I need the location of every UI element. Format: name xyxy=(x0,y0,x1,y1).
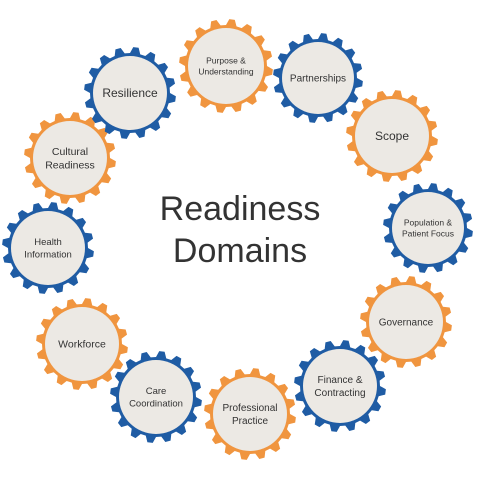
gear-cultural-label: Cultural xyxy=(52,146,88,158)
gear-purpose: Purpose & Understanding xyxy=(179,19,273,113)
gear-finance: Finance & Contracting xyxy=(294,340,386,432)
gear-population-label: Population & xyxy=(404,217,453,227)
gear-governance-label: Governance xyxy=(379,318,434,329)
gear-governance: Governance xyxy=(360,276,452,368)
gear-cultural-label: Readiness xyxy=(45,160,95,172)
gear-finance-label: Finance & xyxy=(317,375,362,386)
gear-cultural-face xyxy=(33,121,107,195)
title-line-1: Readiness xyxy=(159,190,321,228)
gear-health-face xyxy=(11,211,85,285)
gear-workforce-face xyxy=(45,307,119,381)
gear-professional-label: Professional xyxy=(222,403,277,414)
gear-purpose-label: Understanding xyxy=(198,67,254,77)
gear-health-label: Health xyxy=(34,237,61,248)
gear-scope-label: Scope xyxy=(375,129,409,143)
diagram-title: Readiness Domains xyxy=(140,188,340,272)
gear-partnerships: Partnerships xyxy=(273,33,363,123)
gear-population-label: Patient Focus xyxy=(402,229,454,239)
gear-workforce: Workforce xyxy=(36,298,128,390)
gear-care-label: Coordination xyxy=(129,399,183,410)
gear-scope-face xyxy=(355,99,429,173)
gear-care-label: Care xyxy=(146,386,167,397)
gear-purpose-face xyxy=(188,28,264,104)
gear-resilience: Resilience xyxy=(84,47,176,139)
title-line-2: Domains xyxy=(172,232,308,270)
gear-scope: Scope xyxy=(346,90,438,182)
gear-population-face xyxy=(392,192,464,264)
gear-resilience-face xyxy=(93,56,167,130)
gear-workforce-label: Workforce xyxy=(58,339,106,351)
gear-population: Population & Patient Focus xyxy=(383,183,473,273)
gear-finance-face xyxy=(303,349,377,423)
gear-resilience-label: Resilience xyxy=(102,86,158,100)
gear-health-label: Information xyxy=(24,250,72,261)
gear-partnerships-label: Partnerships xyxy=(290,74,346,85)
gear-finance-label: Contracting xyxy=(314,388,365,399)
gear-governance-face xyxy=(369,285,443,359)
gear-professional-label: Practice xyxy=(232,416,269,427)
gear-care-face xyxy=(119,360,193,434)
gear-purpose-label: Purpose & xyxy=(206,55,246,65)
gear-professional-face xyxy=(213,377,287,451)
gear-partnerships-face xyxy=(282,42,354,114)
